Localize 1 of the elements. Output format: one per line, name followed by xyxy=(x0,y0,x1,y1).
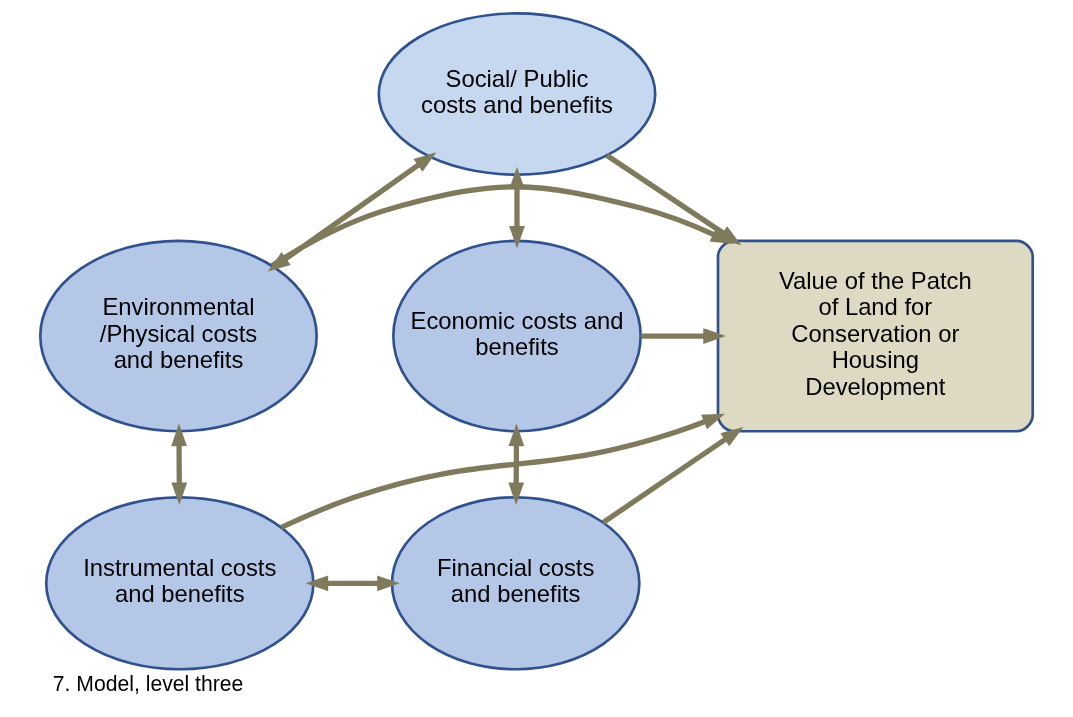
caption: 7. Model, level three xyxy=(52,672,244,696)
